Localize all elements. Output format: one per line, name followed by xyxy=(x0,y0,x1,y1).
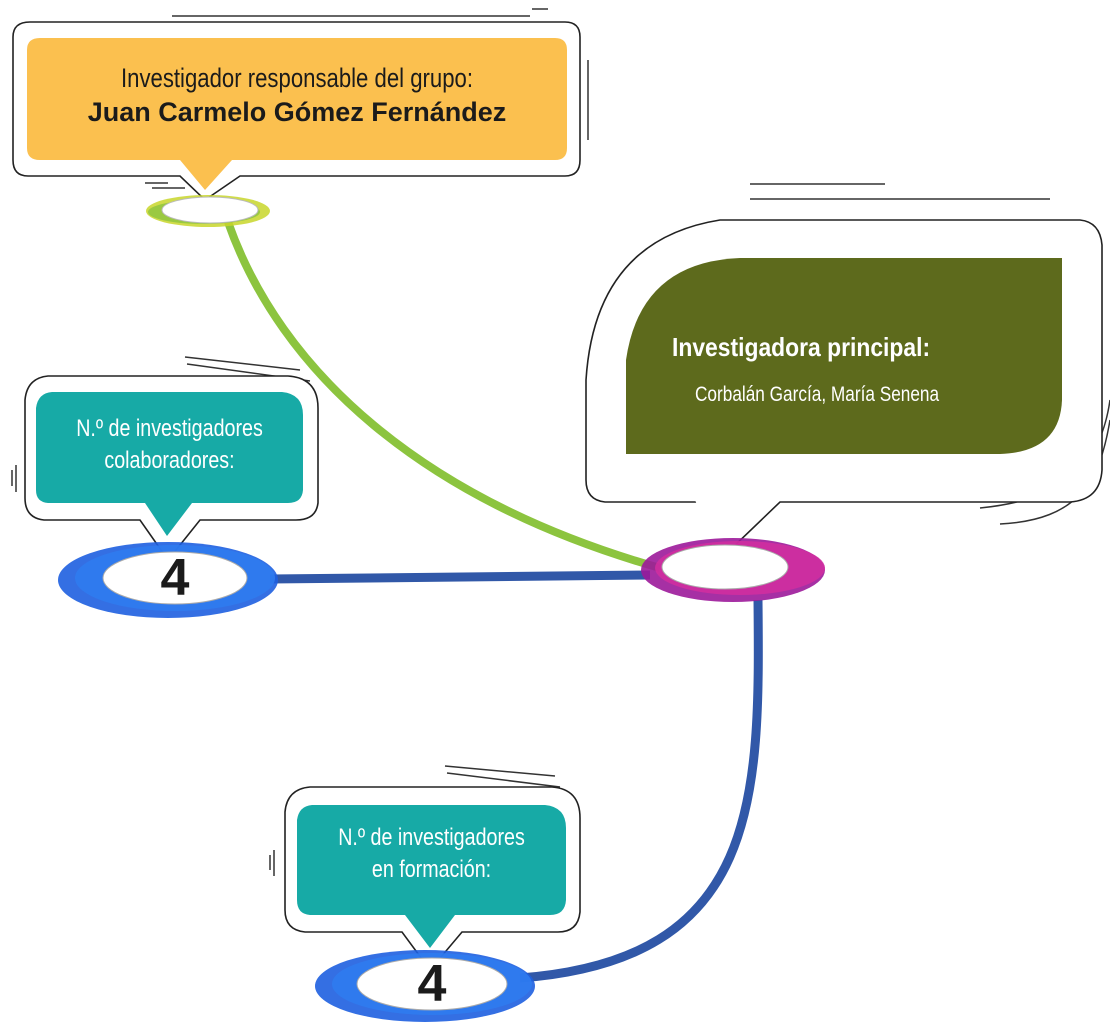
collaborators-label-line2: colaboradores: xyxy=(104,447,235,474)
callout-collaborators-fill xyxy=(36,392,303,536)
callout-responsible-fill xyxy=(27,38,567,190)
responsible-label: Investigador responsable del grupo: xyxy=(120,63,474,93)
node-principal xyxy=(641,538,825,602)
collaborators-label-line1: N.º de investigadores xyxy=(76,415,263,442)
trainees-label-line2: en formación: xyxy=(371,856,492,883)
trainees-count: 4 xyxy=(417,955,447,1013)
node-responsible xyxy=(146,195,270,227)
callout-principal-pointer xyxy=(695,500,745,560)
node-collaborators xyxy=(58,542,278,618)
node-trainees xyxy=(315,950,535,1022)
connector-green xyxy=(224,220,662,572)
connector-blue-vertical xyxy=(519,599,763,983)
trainees-label: N.º de investigadores en formación: xyxy=(297,822,566,886)
responsible-box: Investigador responsable del grupo: Juan… xyxy=(27,62,567,130)
responsible-name: Juan Carmelo Gómez Fernández xyxy=(87,97,507,127)
trainees-label-line1: N.º de investigadores xyxy=(338,824,525,851)
principal-name: Corbalán García, María Senena xyxy=(695,383,940,406)
decorative-lines xyxy=(11,8,1110,876)
principal-label: Investigadora principal: xyxy=(672,332,931,362)
callout-trainees-fill xyxy=(297,805,566,948)
collaborators-label: N.º de investigadores colaboradores: xyxy=(36,413,303,477)
connector-blue-horizontal xyxy=(269,570,651,584)
collaborators-count: 4 xyxy=(160,549,190,607)
callout-principal-fill xyxy=(626,258,1062,454)
